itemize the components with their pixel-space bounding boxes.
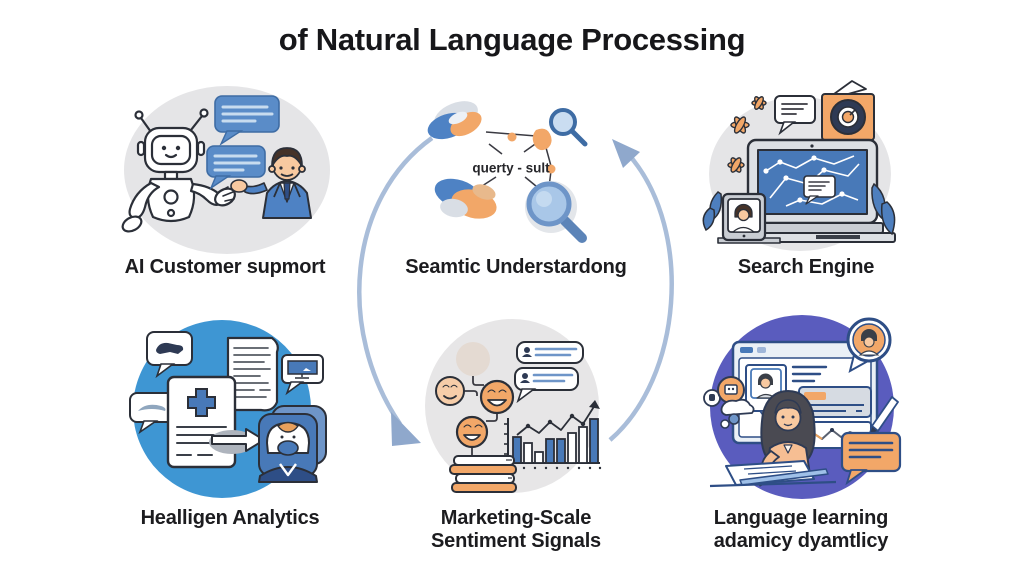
network-junction xyxy=(532,128,552,151)
caption-search-engine: Search Engine xyxy=(737,256,875,278)
caption-marketing-sentiment: Marketing-Scale Sentiment Signals xyxy=(396,507,636,553)
robot-icon xyxy=(121,108,236,233)
support-agent-icon xyxy=(230,147,312,219)
smiley-icon xyxy=(479,379,515,415)
chatbot-gadget-icon xyxy=(703,376,755,429)
magnifier-icon xyxy=(549,108,588,147)
caption-healthcare-analytics: Healligen Analytics xyxy=(140,507,320,529)
caption-line-1: Marketing-Scale xyxy=(440,507,592,529)
connector-lines xyxy=(464,376,498,456)
document-icon xyxy=(226,336,279,412)
medical-cross-icon xyxy=(187,388,216,417)
caption-line-2: adamicy dyamtlicy xyxy=(713,530,889,552)
chat-bubble-icon xyxy=(840,431,902,486)
caption-customer-support: AI Customer supmort xyxy=(124,256,326,278)
speech-bubble-icon xyxy=(774,95,816,136)
speech-bubble-icon xyxy=(146,331,193,379)
query-result-label: querty - sult xyxy=(472,160,550,176)
surgeon-icon xyxy=(258,405,327,483)
trend-line-icon xyxy=(516,400,600,436)
beige-circle xyxy=(456,342,490,376)
network-node xyxy=(546,164,556,174)
caption-line-1: Language learning xyxy=(713,507,889,529)
cell-semantic-understanding xyxy=(398,88,632,252)
review-bubble-icon xyxy=(514,367,579,404)
language-blob-icon xyxy=(434,178,497,219)
speaker-box-icon xyxy=(821,80,875,141)
cell-marketing-sentiment xyxy=(414,306,618,502)
tool-glyph xyxy=(156,342,184,354)
desk-paper-icon xyxy=(709,460,837,488)
avatar-icon xyxy=(846,317,892,373)
monitor-bubble-icon xyxy=(281,354,324,396)
swoosh-glyph xyxy=(138,404,166,411)
cell-healthcare-analytics xyxy=(120,306,332,506)
books-icon xyxy=(449,455,517,493)
caption-semantic-understanding: Seamtic Understardong xyxy=(405,256,627,278)
laptop-icon xyxy=(729,138,896,243)
cell-language-learning xyxy=(696,303,908,509)
flower-icon xyxy=(727,96,767,173)
smiley-icon xyxy=(435,376,465,406)
chat-bubble-icon xyxy=(214,95,280,146)
network-node xyxy=(507,132,517,142)
magnifier-icon xyxy=(525,181,587,243)
bar-chart-icon xyxy=(504,418,602,470)
tablet-avatar-icon xyxy=(717,192,781,244)
caption-line-2: Sentiment Signals xyxy=(431,530,601,552)
cell-customer-support xyxy=(115,80,335,265)
medical-document-icon xyxy=(166,375,237,469)
leaf-icon xyxy=(702,182,896,236)
language-blob-icon xyxy=(427,101,482,140)
smiley-icon xyxy=(455,415,489,449)
review-bubble-icon xyxy=(516,341,584,364)
chat-bubble-icon xyxy=(206,145,266,190)
cell-search-engine xyxy=(696,76,908,266)
page-title: of Natural Language Processing xyxy=(278,22,746,57)
transfer-arrow-icon xyxy=(211,428,265,452)
caption-language-learning: Language learning adamicy dyamtlicy xyxy=(681,507,921,553)
